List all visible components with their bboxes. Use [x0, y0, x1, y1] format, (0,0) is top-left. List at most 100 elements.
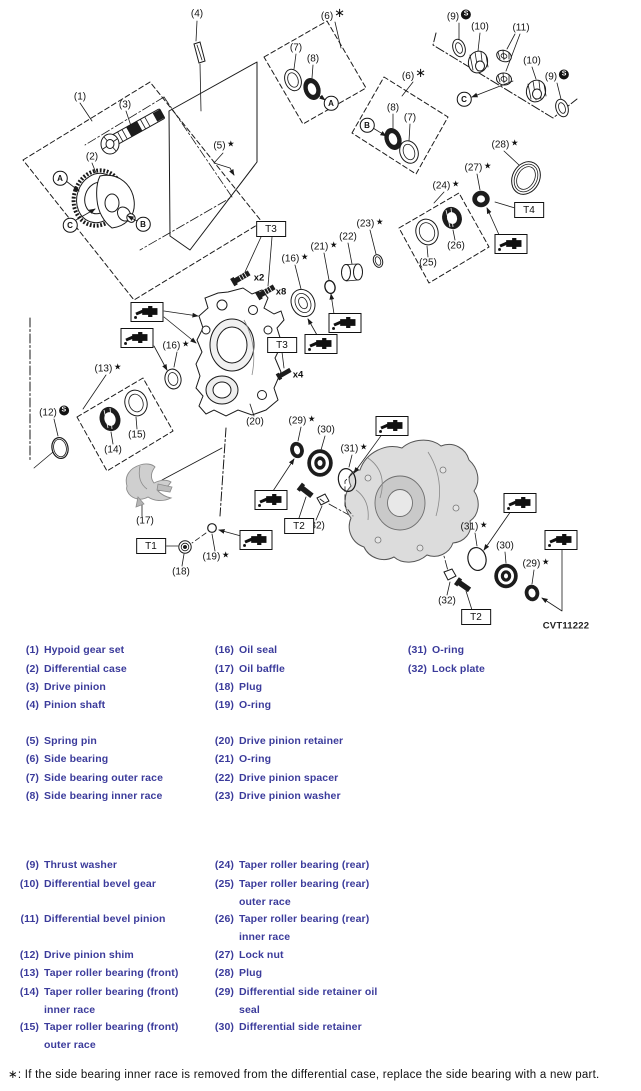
legend-entry: (20)Drive pinion retainer — [207, 732, 343, 750]
part-callout: (29)★ — [523, 557, 550, 570]
legend-entry-number: (16) — [214, 644, 234, 656]
sealant-symbol-box — [503, 493, 537, 513]
legend-entry-number: (13) — [19, 967, 39, 979]
legend-entry: (27)Lock nut — [207, 946, 284, 964]
s-badge-icon: S — [461, 9, 472, 19]
legend-entry: (26)Taper roller bearing (rear)inner rac… — [207, 910, 369, 947]
letter-badge: C — [62, 217, 78, 233]
part-callout: (31)★ — [461, 519, 488, 533]
part-callout-text: (9) — [544, 71, 558, 83]
part-callout-text: (32) — [438, 595, 456, 607]
lock-nut-plug-parts — [472, 150, 541, 238]
legend-entry-text: Thrust washer — [44, 859, 118, 871]
spring-pin-part — [213, 152, 235, 176]
part-callout-text: (16) — [281, 253, 300, 265]
legend-entry-text: Taper roller bearing (rear)outer race — [239, 878, 370, 909]
legend-entry: (25)Taper roller bearing (rear)outer rac… — [207, 875, 369, 912]
legend-entry-text: Plug — [239, 681, 263, 693]
sealant-symbol-box — [120, 328, 154, 348]
part-callout: (2) — [86, 152, 98, 163]
part-callout: (31)★ — [341, 442, 368, 455]
exploded-diagram: (4)(1)(3)(5)★(2)(6)∗(7)(8)(6)∗(8)(7)(9)S… — [22, 5, 589, 632]
part-callout-text: (15) — [128, 429, 146, 441]
legend-entry-number: (21) — [214, 753, 234, 765]
legend-entry: (32)Lock plate — [400, 660, 485, 678]
part-callout: (10) — [471, 22, 489, 33]
sealant-symbol-box — [375, 416, 409, 436]
legend-entry-number: (29) — [214, 986, 234, 998]
side-retainer-right-parts — [467, 510, 563, 612]
part-callout: (7) — [290, 43, 302, 54]
plug-oring-parts — [164, 523, 242, 567]
legend-entry: (4)Pinion shaft — [12, 696, 105, 714]
part-callout: (32) — [307, 521, 325, 532]
part-callout-text: (10) — [523, 55, 541, 67]
part-callout-text: (6) — [320, 10, 334, 22]
part-callout: (26) — [447, 241, 465, 252]
sealant-symbol-box — [544, 530, 578, 550]
letter-badge: B — [359, 117, 375, 133]
legend-entry-text: Taper roller bearing (rear) — [239, 859, 370, 871]
part-callout: (8) — [387, 103, 399, 114]
part-callout: (5)★ — [213, 139, 234, 152]
legend-entry-text: O-ring — [239, 753, 272, 765]
part-callout: (3) — [119, 100, 131, 111]
part-callout-text: (10) — [471, 21, 489, 33]
footnote: ∗: If the side bearing inner race is rem… — [8, 1069, 600, 1081]
part-callout: (25) — [419, 258, 437, 269]
oil-baffle-part — [125, 447, 223, 517]
legend-entry-number: (7) — [25, 772, 39, 784]
legend-entry: (18) Plug — [207, 678, 262, 696]
part-callout-text: (7) — [403, 112, 417, 124]
part-callout-text: (2) — [85, 151, 99, 163]
legend-entry-number: (26) — [214, 913, 234, 925]
star-icon: ★ — [479, 519, 488, 530]
legend-entry: (7)Side bearing outer race — [12, 769, 163, 787]
part-callout-text: (9) — [446, 11, 460, 23]
legend-entry-number: (10) — [19, 878, 39, 890]
part-callout: (11) — [512, 23, 529, 34]
legend-entry-number: (18) — [214, 681, 234, 693]
exploded-diagram-art — [22, 20, 578, 612]
legend-entry-number: (24) — [214, 859, 234, 871]
part-callout: (18) — [172, 567, 190, 578]
part-callout-text: (19) — [202, 551, 221, 563]
part-callout: (19)★ — [202, 550, 230, 563]
legend-entry-text: Lock nut — [239, 949, 284, 961]
part-callout-text: (5) — [213, 140, 226, 152]
letter-badge: B — [135, 216, 151, 232]
part-callout: (27)★ — [464, 160, 492, 174]
legend-entry-text: Taper roller bearing (front)inner race — [44, 986, 179, 1017]
sealant-applicator-icon — [507, 496, 531, 510]
part-callout: (12)S — [39, 405, 69, 419]
star-icon: ★ — [483, 160, 492, 171]
legend-entry-text: Side bearing — [44, 753, 109, 765]
legend-entry-text: Drive pinion retainer — [239, 735, 344, 747]
sealant-applicator-icon — [332, 316, 356, 330]
letter-badge: A — [323, 95, 339, 111]
part-callout: (17) — [136, 516, 154, 527]
sealant-applicator-icon — [548, 533, 572, 547]
tool-ref-box: T4 — [514, 202, 544, 218]
legend-entry-number: (31) — [407, 644, 427, 656]
bolt-qty-label: x4 — [292, 369, 304, 381]
legend-entry-number: (6) — [25, 753, 39, 765]
mounting-plate — [84, 61, 258, 251]
sealant-applicator-icon — [134, 305, 158, 319]
star-icon: ★ — [329, 239, 338, 250]
part-callout-text: (11) — [512, 22, 530, 34]
tool-ref-box: T3 — [256, 221, 286, 237]
part-callout-text: (16) — [162, 340, 181, 352]
legend-entry-number: (4) — [25, 699, 39, 711]
part-callout-text: (24) — [432, 180, 451, 192]
part-callout-text: (27) — [464, 162, 483, 174]
drive-pinion-retainer-part — [195, 287, 285, 417]
part-callout-text: (3) — [118, 99, 132, 111]
sealant-applicator-icon — [379, 419, 403, 433]
legend-entry-text: Taper roller bearing (front)outer race — [44, 1021, 179, 1052]
part-callout: (32) — [438, 596, 456, 607]
legend-entry-text: Drive pinion — [44, 681, 106, 693]
part-callout-text: (29) — [288, 415, 307, 427]
